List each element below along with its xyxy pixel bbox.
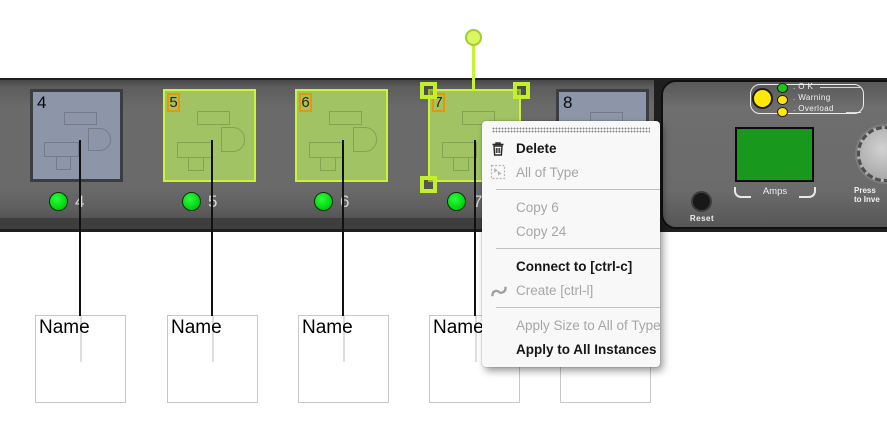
selection-anchor-stem [472,45,475,91]
knob-caption-line1: Press [854,186,876,195]
amps-meter-display [735,127,814,182]
port-connector-pictogram [55,157,72,171]
port-connector-pictogram [462,111,495,125]
status-led-main [752,88,773,109]
menu-item-label: All of Type [516,164,579,180]
port-7-led-label: 7 [473,192,483,211]
menu-item-icon-slot [490,199,510,216]
port-connector-pictogram [87,127,112,152]
name-box-label: Name [302,317,353,338]
menu-item-label: Copy 6 [516,199,559,215]
selection-handle-bottom-left[interactable] [420,176,437,193]
menu-drag-handle[interactable] [492,127,650,133]
name-box-label: Name [39,317,90,338]
trash-icon [490,140,510,157]
port-name-connector-line [79,140,81,316]
port-name-connector-line [342,140,344,316]
port-connector-pictogram [64,112,97,126]
port-connector-pictogram [353,127,378,152]
name-box-connector-stub [212,316,214,362]
menu-item-apply-to-all-instances[interactable]: Apply to All Instances [482,337,660,361]
menu-item-icon-slot [490,223,510,240]
ok-label: . O K [793,82,814,91]
name-box-connector-stub [343,316,345,362]
port-4[interactable]: 4 [30,89,123,182]
port-connector-pictogram [221,127,246,152]
port-number-label: 7 [432,93,445,112]
name-box[interactable]: Name [167,315,258,403]
amps-label: Amps [762,186,788,197]
connector-curve-icon [490,282,510,299]
menu-separator [496,248,660,249]
selection-handle-top-left[interactable] [420,82,437,99]
knob-caption-line2: to Inve [854,195,880,204]
port-6[interactable]: 6 [295,89,388,182]
port-connector-pictogram [320,157,337,172]
selection-anchor-handle[interactable] [465,29,482,46]
warning-led [777,95,788,105]
menu-item-connect-to-ctrl-c[interactable]: Connect to [ctrl-c] [482,254,660,278]
port-7-led [447,192,466,211]
menu-item-delete[interactable]: Delete [482,136,660,160]
port-connector-pictogram [176,141,213,158]
name-box-connector-stub [475,316,477,362]
menu-item-label: Delete [516,140,557,156]
menu-item-apply-size-to-all-of-type: Apply Size to All of Type [482,313,661,337]
device-panel-bottom-bevel [0,218,654,229]
port-5[interactable]: 5 [163,89,256,182]
port-connector-pictogram [197,111,230,125]
menu-item-icon-slot [490,258,510,275]
port-number-label: 4 [37,93,47,112]
port-connector-pictogram [453,157,470,172]
status-led-cluster [750,84,864,114]
name-box-label: Name [171,317,222,338]
reset-button[interactable] [691,191,712,212]
indicator-underline [846,112,861,113]
name-box-connector-stub [80,316,82,362]
menu-separator [496,189,660,190]
port-name-connector-line [211,140,213,316]
amps-bracket-right [799,187,816,198]
menu-item-copy-24: Copy 24 [482,219,660,243]
port-connector-pictogram [308,141,345,158]
port-number-label: 5 [167,93,180,112]
overload-led [777,107,788,117]
name-box-label: Name [433,317,484,338]
reset-label: Reset [689,214,715,223]
port-name-connector-line [474,140,476,316]
port-number-label: 8 [563,93,573,112]
menu-item-copy-6: Copy 6 [482,195,660,219]
selection-handle-top-right[interactable] [513,82,530,99]
menu-item-label: Connect to [ctrl-c] [516,258,633,274]
menu-item-label: Apply Size to All of Type [516,317,661,333]
menu-item-icon-slot [490,341,510,358]
port-connector-pictogram [329,111,362,125]
port-6-led-label: 6 [340,192,350,211]
ok-led [777,83,788,93]
menu-item-label: Copy 24 [516,223,567,239]
port-number-label: 6 [299,93,312,112]
port-4-led [49,192,68,211]
warning-label: . Warning [793,93,831,102]
indicator-underline [820,87,860,88]
port-connector-pictogram [188,157,205,172]
menu-item-create-ctrl-l: Create [ctrl-l] [482,278,660,302]
knob-caption: Press to Inve [854,186,887,204]
menu-item-label: Create [ctrl-l] [516,282,594,298]
menu-item-all-of-type: All of Type [482,160,660,184]
overload-label: . Overload [793,104,834,113]
menu-item-icon-slot [490,317,510,334]
port-5-led [182,192,201,211]
menu-separator [496,307,660,308]
name-box[interactable]: Name [35,315,126,403]
port-connector-pictogram [441,141,478,158]
amps-bracket-left [734,187,751,198]
port-6-led [314,192,333,211]
port-connector-pictogram [44,141,80,158]
menu-item-label: Apply to All Instances [516,341,657,357]
all-of-type-icon [490,164,510,181]
name-box[interactable]: Name [298,315,389,403]
